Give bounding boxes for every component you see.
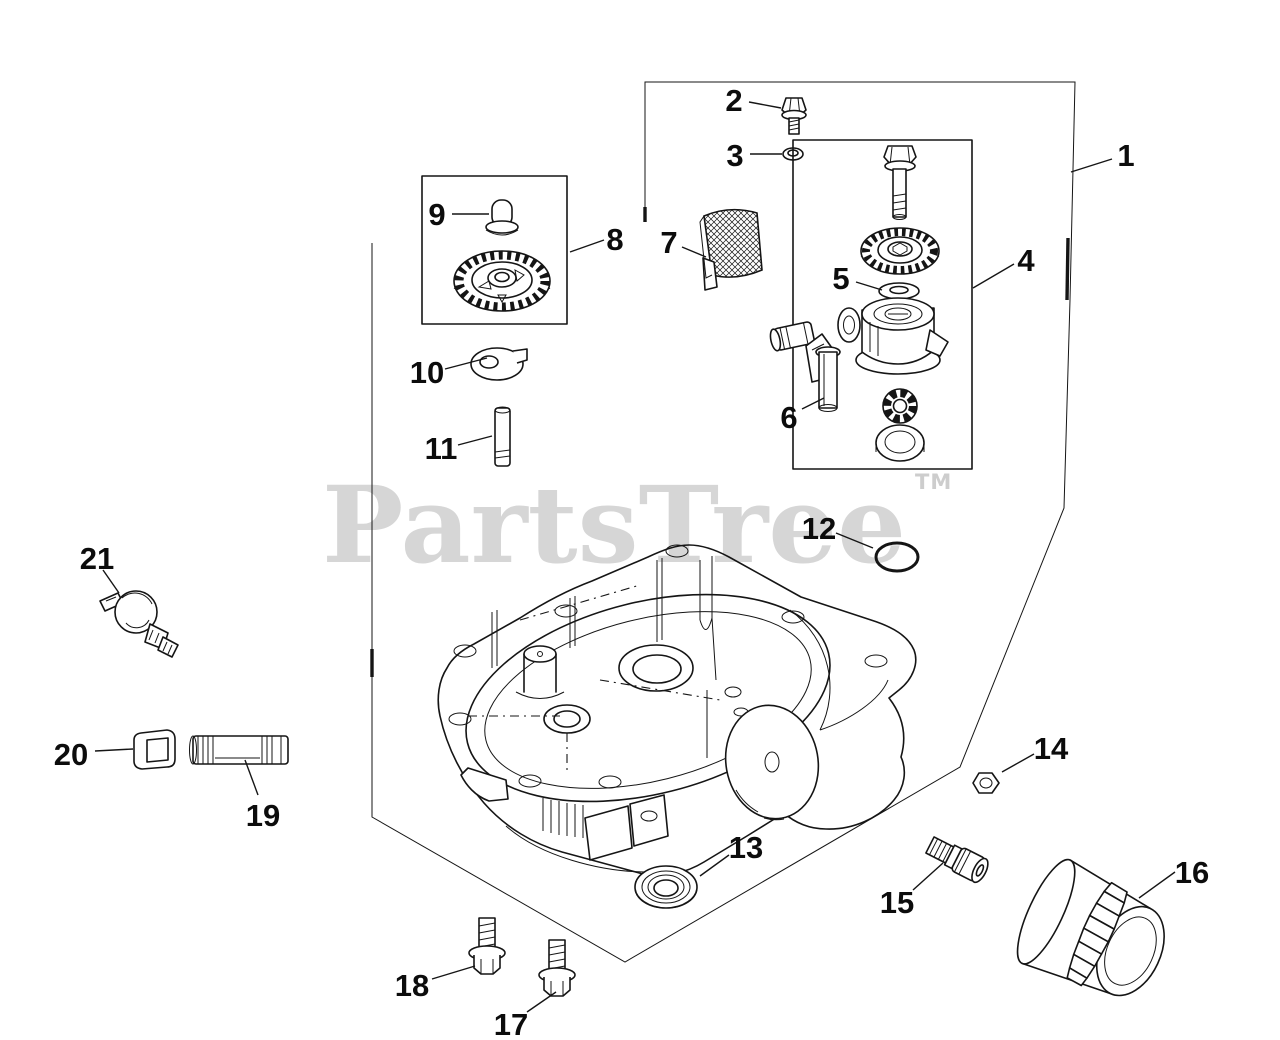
- callout-label-21: 21: [80, 541, 114, 576]
- callout-label-17: 17: [494, 1007, 528, 1040]
- part-12-o-ring: [874, 541, 920, 573]
- callout-label-3: 3: [726, 138, 743, 173]
- oil-pump-gear: [860, 227, 940, 275]
- part-18-screw: [468, 917, 506, 975]
- callout-label-20: 20: [54, 737, 88, 772]
- callout-label-13: 13: [729, 830, 763, 865]
- callout-label-15: 15: [880, 885, 914, 920]
- watermark-tm: TM: [915, 470, 952, 494]
- callout-label-16: 16: [1175, 855, 1209, 890]
- callout-label-1: 1: [1117, 138, 1134, 173]
- oil-pump-rotor: [882, 388, 918, 424]
- part-7-screen: [699, 208, 763, 291]
- callout-label-2: 2: [725, 83, 742, 118]
- part-4-oil-pump-box: [792, 139, 973, 470]
- part-5-washer: [878, 282, 920, 300]
- callout-label-4: 4: [1017, 243, 1035, 278]
- part-1-closure-plate-group-outline: [370, 81, 1076, 963]
- part-19-nipple: [189, 735, 289, 765]
- part-2-screw: [781, 97, 807, 135]
- callout-label-7: 7: [660, 225, 677, 260]
- part-21-pressure-switch: [99, 590, 179, 658]
- callout-label-14: 14: [1034, 731, 1069, 766]
- oil-pan: [437, 544, 917, 877]
- callout-label-19: 19: [246, 798, 280, 833]
- part-3-washer: [782, 147, 804, 161]
- callout-label-12: 12: [802, 511, 836, 546]
- part-15-fitting: [925, 836, 989, 884]
- callout-label-18: 18: [395, 968, 429, 1003]
- callout-label-6: 6: [780, 400, 797, 435]
- part-8-governor-gear-box: [421, 175, 568, 325]
- part-13-oil-seal: [634, 865, 698, 909]
- part-20-plug: [133, 729, 176, 770]
- part-17-screw: [538, 939, 576, 997]
- part-9-pin: [485, 199, 519, 236]
- callout-label-8: 8: [606, 222, 623, 257]
- part-14-nut: [972, 772, 1000, 794]
- part-6-oil-pickup: [769, 321, 841, 412]
- part-16-oil-filter: [1016, 858, 1165, 997]
- callout-label-5: 5: [832, 261, 849, 296]
- callout-labels: 1 2 3 4 5 6 7 8 9 10 11 12 13 14 15 16 1…: [54, 83, 1209, 1040]
- leader-lines: [94, 101, 1176, 1013]
- part-11-pin: [494, 406, 511, 467]
- callout-label-10: 10: [410, 355, 444, 390]
- watermark-text: PartsTree: [322, 462, 906, 587]
- part-10-cam: [470, 347, 528, 381]
- oil-pump-cup: [875, 424, 925, 462]
- callout-label-11: 11: [425, 431, 458, 466]
- governor-gear: [453, 250, 551, 312]
- callout-label-9: 9: [428, 197, 445, 232]
- pump-mounting-bolt: [883, 145, 917, 220]
- oil-pump-body: [837, 297, 949, 375]
- watermark: PartsTree TM: [322, 462, 952, 587]
